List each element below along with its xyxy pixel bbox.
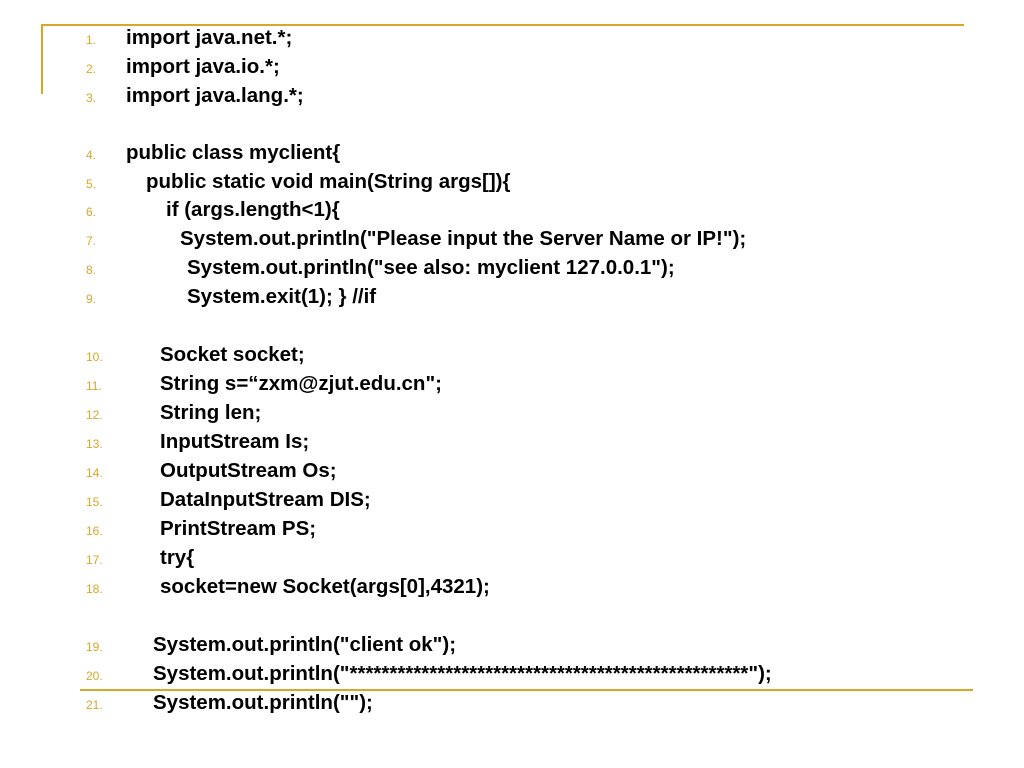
code-text: PrintStream PS; xyxy=(160,517,317,540)
line-number: 10. xyxy=(86,350,103,364)
code-line: 12. String len; xyxy=(0,399,1024,427)
line-number: 15. xyxy=(86,495,103,509)
code-text: import java.lang.*; xyxy=(126,84,304,107)
code-line: 6. if (args.length<1){ xyxy=(0,196,1024,224)
line-number: 4. xyxy=(86,148,97,162)
code-text: InputStream Is; xyxy=(160,430,310,453)
code-line: 17. try{ xyxy=(0,544,1024,572)
line-number: 2. xyxy=(86,62,97,76)
code-line: 15. DataInputStream DIS; xyxy=(0,486,1024,514)
code-text: System.exit(1); } //if xyxy=(187,285,377,308)
code-text: import java.net.*; xyxy=(126,26,293,49)
left-rule xyxy=(41,24,43,94)
code-line: 5. public static void main(String args[]… xyxy=(0,168,1024,196)
code-line: 9. System.exit(1); } //if xyxy=(0,283,1024,311)
code-text: System.out.println("Please input the Ser… xyxy=(180,227,747,250)
code-line: 8. System.out.println("see also: myclien… xyxy=(0,254,1024,282)
code-text: socket=new Socket(args[0],4321); xyxy=(160,575,490,598)
top-rule xyxy=(41,24,964,26)
code-text: public static void main(String args[]){ xyxy=(146,170,511,193)
code-text: String s=“zxm@zjut.edu.cn"; xyxy=(160,372,443,395)
line-number: 11. xyxy=(86,379,102,393)
line-number: 20. xyxy=(86,669,103,683)
line-number: 16. xyxy=(86,524,103,538)
code-text: String len; xyxy=(160,401,262,424)
line-number: 6. xyxy=(86,205,97,219)
code-line: 10. Socket socket; xyxy=(0,341,1024,369)
code-line: 13. InputStream Is; xyxy=(0,428,1024,456)
line-number: 1. xyxy=(86,33,97,47)
line-number: 5. xyxy=(86,177,97,191)
code-text: System.out.println("client ok"); xyxy=(153,633,457,656)
line-number: 13. xyxy=(86,437,103,451)
code-line: 18. socket=new Socket(args[0],4321); xyxy=(0,573,1024,601)
line-number: 18. xyxy=(86,582,103,596)
line-number: 7. xyxy=(86,234,97,248)
line-number: 19. xyxy=(86,640,103,654)
line-number: 12. xyxy=(86,408,103,422)
code-line: 20. System.out.println("****************… xyxy=(0,660,1024,688)
bottom-rule xyxy=(80,689,973,691)
line-number: 21. xyxy=(86,698,103,712)
code-text: Socket socket; xyxy=(160,343,305,366)
line-number: 14. xyxy=(86,466,103,480)
code-text: OutputStream Os; xyxy=(160,459,337,482)
code-text: if (args.length<1){ xyxy=(166,198,340,221)
code-text: DataInputStream DIS; xyxy=(160,488,371,511)
line-number: 9. xyxy=(86,292,97,306)
code-line: 7. System.out.println("Please input the … xyxy=(0,225,1024,253)
code-line: 11. String s=“zxm@zjut.edu.cn"; xyxy=(0,370,1024,398)
line-number: 8. xyxy=(86,263,97,277)
code-line: 4. public class myclient{ xyxy=(0,139,1024,167)
code-line: 2. import java.io.*; xyxy=(0,53,1024,81)
code-line: 21. System.out.println(""); xyxy=(0,689,1024,717)
code-text: import java.io.*; xyxy=(126,55,280,78)
code-line: 3. import java.lang.*; xyxy=(0,82,1024,110)
code-text: System.out.println("see also: myclient 1… xyxy=(187,256,675,279)
code-text: try{ xyxy=(160,546,195,569)
code-text: System.out.println(""); xyxy=(153,691,373,714)
line-number: 3. xyxy=(86,91,97,105)
line-number: 17. xyxy=(86,553,103,567)
code-text: System.out.println("********************… xyxy=(153,662,772,685)
code-line: 1. import java.net.*; xyxy=(0,24,1024,52)
code-text: public class myclient{ xyxy=(126,141,341,164)
code-line: 16. PrintStream PS; xyxy=(0,515,1024,543)
code-line: 14. OutputStream Os; xyxy=(0,457,1024,485)
code-line: 19. System.out.println("client ok"); xyxy=(0,631,1024,659)
